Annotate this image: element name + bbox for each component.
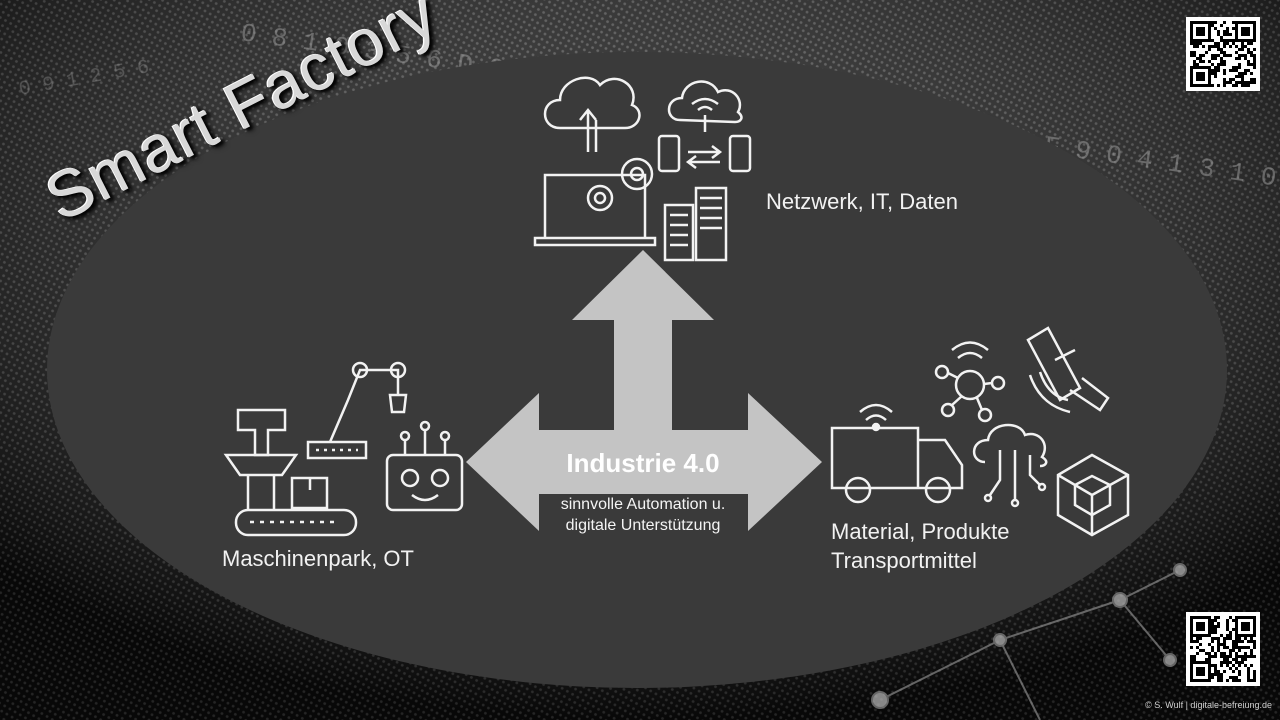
qr-code-icon[interactable] (1186, 17, 1260, 91)
qr-code-icon-2[interactable] (1186, 612, 1260, 686)
robot-arm-icon (328, 368, 400, 443)
material-label: Material, Produkte Transportmittel (831, 517, 1010, 575)
conveyor-belt-icon (234, 508, 358, 537)
server-icon (663, 203, 695, 262)
network-lines (871, 563, 1187, 720)
machine-park-label: Maschinenpark, OT (222, 546, 414, 571)
gear-icon (586, 184, 614, 212)
phone-icon-2 (728, 134, 752, 173)
cloud-upload-icon (543, 76, 641, 130)
industrie-arrows (466, 250, 822, 531)
subtitle-line2: digitale Unterstützung (565, 517, 721, 534)
network-label: Netzwerk, IT, Daten (766, 189, 958, 214)
cloud-wifi-icon (667, 80, 743, 124)
gear-icon-2 (620, 157, 654, 191)
industrie-subtitle: sinnvolle Automation u. digitale Unterst… (523, 494, 763, 536)
laptop-icon (533, 173, 657, 247)
material-label-line1: Material, Produkte (831, 519, 1010, 544)
truck-icon (830, 426, 964, 490)
network-icons (533, 76, 752, 262)
satellite-icon (1026, 326, 1110, 412)
phone-icon (657, 134, 681, 173)
copyright-text: © S. Wulf | digitale-befreiung.de (1145, 700, 1272, 710)
machine-icons (223, 361, 464, 537)
network-node-icon (954, 369, 986, 401)
material-label-line2: Transportmittel (831, 548, 977, 573)
subtitle-line1: sinnvolle Automation u. (560, 496, 726, 513)
cloud-circuit-icon (972, 423, 1048, 468)
transport-icons (830, 326, 1130, 537)
industrie-title: Industrie 4.0 (566, 448, 720, 478)
